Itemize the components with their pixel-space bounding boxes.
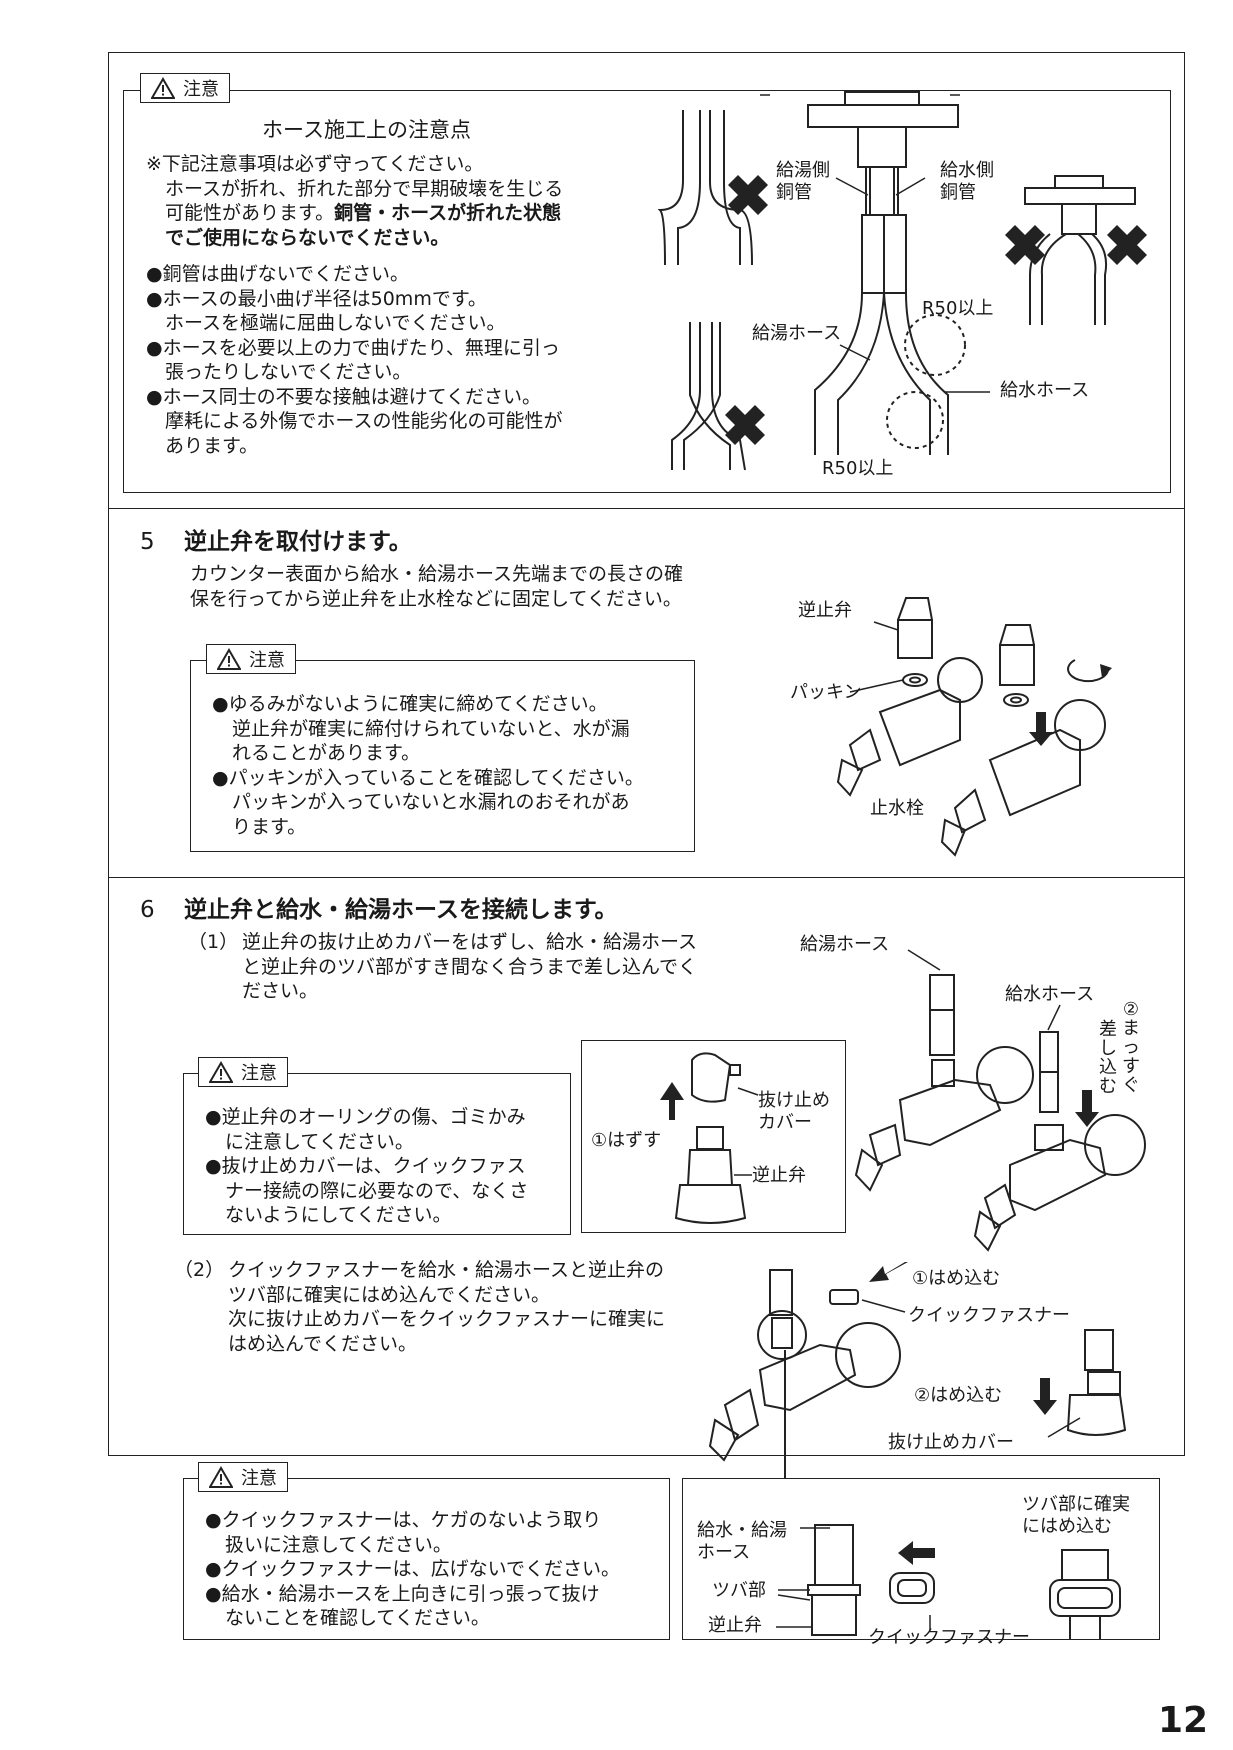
check-valve-install-figure xyxy=(836,597,1112,857)
x-mark-icon xyxy=(1005,225,1045,265)
warning-icon xyxy=(209,1061,233,1083)
quick-fastener-label: クイックファスナー xyxy=(868,1627,1030,1648)
warning-icon xyxy=(217,648,241,670)
check-valve-label: 逆止弁 xyxy=(708,1615,762,1636)
up-arrow-icon xyxy=(660,1082,684,1120)
caution-tab: 注意 xyxy=(140,73,230,103)
down-arrow-icon xyxy=(1075,1090,1099,1127)
caution-tab: 注意 xyxy=(198,1462,288,1492)
caution-tab: 注意 xyxy=(206,644,296,674)
check-valve-label: 逆止弁 xyxy=(752,1165,806,1186)
caution-label: 注意 xyxy=(249,650,285,671)
cover-removal-figure-box xyxy=(581,1040,846,1233)
x-mark-icon xyxy=(1107,225,1147,265)
down-arrow-icon xyxy=(1029,712,1053,746)
cover-label: 抜け止めカバー xyxy=(888,1432,1014,1453)
step6-sub1: （1） 逆止弁の抜け止めカバーをはずし、給水・給湯ホース と逆止弁のツバ部がすき… xyxy=(188,931,698,1002)
r50-bottom-label: R50以上 xyxy=(822,458,894,479)
step6-caution-box-1 xyxy=(183,1073,571,1235)
caution-tab: 注意 xyxy=(198,1057,288,1087)
step6-caution-box-2 xyxy=(183,1478,670,1640)
hose-label: 給水・給湯ホース xyxy=(697,1520,787,1563)
cold-hose-label: 給水ホース xyxy=(1005,984,1095,1005)
step5-description: カウンター表面から給水・給湯ホース先端までの長さの確 保を行ってから逆止弁を止水… xyxy=(190,563,684,610)
hot-hose-label: 給湯ホース xyxy=(752,323,842,344)
fit-step2-label: ②はめ込む xyxy=(914,1385,1003,1406)
hose-notes-text: ※下記注意事項は必ず守ってください。 ホースが折れ、折れた部分で早期破壊を生じる… xyxy=(146,153,564,249)
step6-caution-2-text: ●クイックファスナーは、ケガのないよう取り 扱いに注意してください。 ●クイック… xyxy=(205,1509,621,1629)
caution-label: 注意 xyxy=(183,79,219,100)
insert-label: 差し込む xyxy=(1099,1019,1117,1097)
hot-hose-label: 給湯ホース xyxy=(800,934,890,955)
hose-caution-box xyxy=(123,90,1171,493)
left-arrow-icon xyxy=(898,1541,935,1565)
quick-fastener-label: クイックファスナー xyxy=(908,1305,1070,1326)
remove-label: ①はずす xyxy=(591,1130,662,1151)
rotate-arrow-icon xyxy=(1100,664,1112,678)
hot-copper-label: 給湯側銅管 xyxy=(776,160,830,203)
page-number: 12 xyxy=(1158,1700,1209,1741)
cover-removal-figure xyxy=(660,1052,759,1224)
warning-icon xyxy=(151,77,175,99)
r50-top-label: R50以上 xyxy=(922,298,994,319)
cold-hose-label: 給水ホース xyxy=(1000,380,1090,401)
hose-notes-title: ホース施工上の注意点 xyxy=(262,118,471,142)
page-frame xyxy=(108,52,1185,1456)
fastener-detail-box xyxy=(682,1478,1160,1640)
warning-icon xyxy=(209,1466,233,1488)
hose-notes-bullets: ●銅管は曲げないでください。 ●ホースの最小曲げ半径は50mmです。 ホースを極… xyxy=(146,263,563,457)
down-arrow-icon xyxy=(1033,1378,1057,1415)
fastener-detail-figure xyxy=(776,1524,1121,1640)
hose-bending-figure xyxy=(657,91,1147,471)
step5-caution-box xyxy=(190,660,695,852)
check-valve-label: 逆止弁 xyxy=(798,600,852,621)
stop-valve-label: 止水栓 xyxy=(870,798,924,819)
packing-label: パッキン xyxy=(790,682,862,703)
caution-label: 注意 xyxy=(241,1468,277,1489)
x-mark-icon xyxy=(725,405,765,445)
cover-label: 抜け止めカバー xyxy=(758,1090,830,1133)
cold-copper-label: 給水側銅管 xyxy=(940,160,994,203)
hose-insert-figure xyxy=(854,949,1146,1252)
step6-sub2: （2） クイックファスナーを給水・給湯ホースと逆止弁の ツバ部に確実にはめ込んで… xyxy=(174,1259,666,1355)
step5-caution-text: ●ゆるみがないように確実に締めてください。 逆止弁が確実に締付けられていないと、… xyxy=(212,693,644,838)
section-divider xyxy=(108,877,1185,878)
step6-caution-1-text: ●逆止弁のオーリングの傷、ゴミかみ に注意してください。 ●抜け止めカバーは、ク… xyxy=(205,1106,529,1226)
fit-flange-label: ツバ部に確実にはめ込む xyxy=(1022,1494,1130,1537)
flange-label: ツバ部 xyxy=(712,1580,766,1601)
diagonal-arrow-icon xyxy=(869,1262,908,1282)
section-divider xyxy=(108,508,1185,509)
caution-label: 注意 xyxy=(241,1063,277,1084)
quick-fastener-figure xyxy=(708,1262,1127,1478)
x-mark-icon xyxy=(728,175,768,215)
fit-step1-label: ①はめ込む xyxy=(912,1268,1001,1289)
